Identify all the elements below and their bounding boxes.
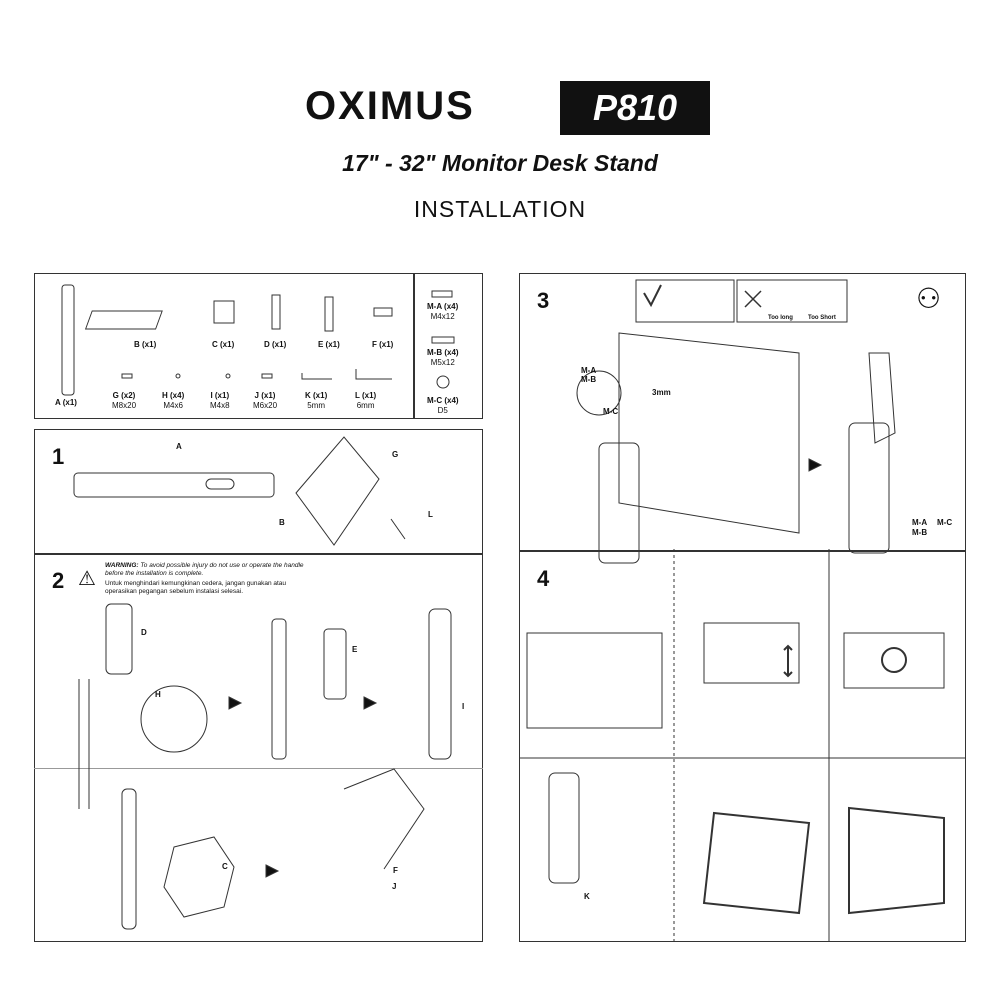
callout-b: B	[279, 518, 285, 527]
step-1-number: 1	[52, 444, 65, 469]
too-short-label: Too Short	[808, 315, 836, 321]
divider	[34, 553, 483, 555]
warning-text-id: Untuk menghindari kemungkinan cedera, ja…	[105, 580, 287, 595]
callout-h: H	[155, 690, 161, 699]
model-badge: P810	[560, 81, 710, 135]
warning-triangle-icon: ⚠	[78, 568, 96, 590]
divider	[519, 550, 966, 552]
parts-illustrations	[61, 284, 455, 396]
part-d-label: D (x1)	[264, 340, 287, 349]
part-j-label: J (x1)M6x20	[253, 391, 278, 410]
part-f-label: F (x1)	[372, 340, 394, 349]
brand-logo: OXIMUS	[305, 84, 475, 128]
two-people-lift-icon: ⚇	[916, 283, 942, 314]
step-3-number: 3	[537, 288, 550, 313]
parts-list-panel	[34, 273, 483, 419]
callout-e: E	[352, 645, 358, 654]
callout-d: D	[141, 628, 147, 637]
step-2-number: 2	[52, 568, 65, 593]
callout-ma-right: M-A	[912, 518, 928, 527]
callout-mb: M-B	[581, 375, 597, 384]
product-subtitle: 17" - 32" Monitor Desk Stand	[342, 150, 658, 176]
callout-mb-right: M-B	[912, 528, 928, 537]
part-k-label: K (x1)5mm	[305, 391, 328, 410]
part-b-label: B (x1)	[134, 340, 157, 349]
hardware-mc-label: M-C (x4)D5	[427, 396, 459, 415]
hardware-ma-label: M-A (x4)M4x12	[427, 302, 459, 321]
part-h-label: H (x4)M4x6	[162, 391, 185, 410]
part-g-label: G (x2)M8x20	[112, 391, 137, 410]
part-c-label: C (x1)	[212, 340, 235, 349]
part-a-label: A (x1)	[55, 398, 77, 407]
warning-text-en: WARNING: To avoid possible injury do not…	[105, 562, 304, 577]
step-illustrations	[73, 436, 452, 930]
callout-mc-right: M-C	[937, 518, 953, 527]
callout-a: A	[176, 442, 182, 451]
page-title: INSTALLATION	[413, 196, 587, 222]
callout-j: J	[392, 882, 397, 891]
divider	[413, 273, 415, 419]
callout-c: C	[222, 862, 228, 871]
callout-i: I	[462, 702, 465, 711]
steps-1-2-panel	[34, 429, 483, 942]
hardware-mb-label: M-B (x4)M5x12	[427, 348, 459, 367]
callout-3mm: 3mm	[652, 388, 671, 397]
part-e-label: E (x1)	[318, 340, 340, 349]
steps-3-4-panel	[519, 273, 966, 942]
divider	[34, 768, 483, 769]
callout-l: L	[428, 510, 433, 519]
step-4-number: 4	[537, 566, 550, 591]
step-3-4-illustrations	[519, 279, 966, 942]
part-l-label: L (x1)6mm	[355, 391, 377, 410]
callout-f: F	[393, 866, 398, 875]
part-i-label: I (x1)M4x8	[210, 391, 230, 410]
callout-mc: M-C	[603, 407, 619, 416]
too-long-label: Too long	[768, 315, 793, 321]
callout-ma: M-A	[581, 366, 597, 375]
callout-k: K	[584, 892, 590, 901]
callout-g: G	[392, 450, 399, 459]
